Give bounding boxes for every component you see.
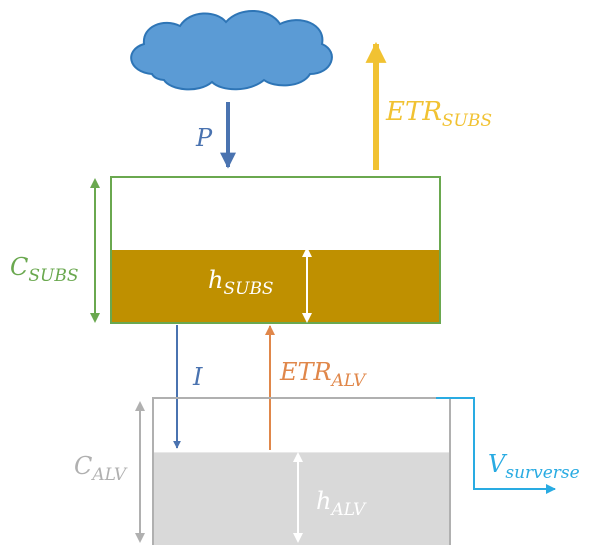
h-alv-label: hALV: [316, 487, 367, 520]
c-subs-label: CSUBS: [10, 253, 79, 286]
h-subs-label: hSUBS: [208, 266, 274, 299]
alveole-outline: [152, 397, 451, 545]
infiltration-label: I: [192, 363, 203, 391]
overflow-arrow: [436, 397, 556, 494]
substrate-box: [110, 176, 441, 324]
substrate-outline: [110, 176, 441, 324]
cloud-icon: [130, 9, 333, 91]
alveole-water-fill: [153, 452, 450, 545]
precipitation-label: P: [195, 124, 213, 152]
substrate-water-fill: [111, 250, 440, 323]
etr-subs-label: ETRSUBS: [385, 97, 492, 131]
alveole-box: [152, 397, 451, 545]
v-surverse-label: Vsurverse: [488, 450, 580, 483]
c-alv-label: CALV: [74, 452, 128, 485]
etr-alv-label: ETRALV: [279, 358, 367, 391]
